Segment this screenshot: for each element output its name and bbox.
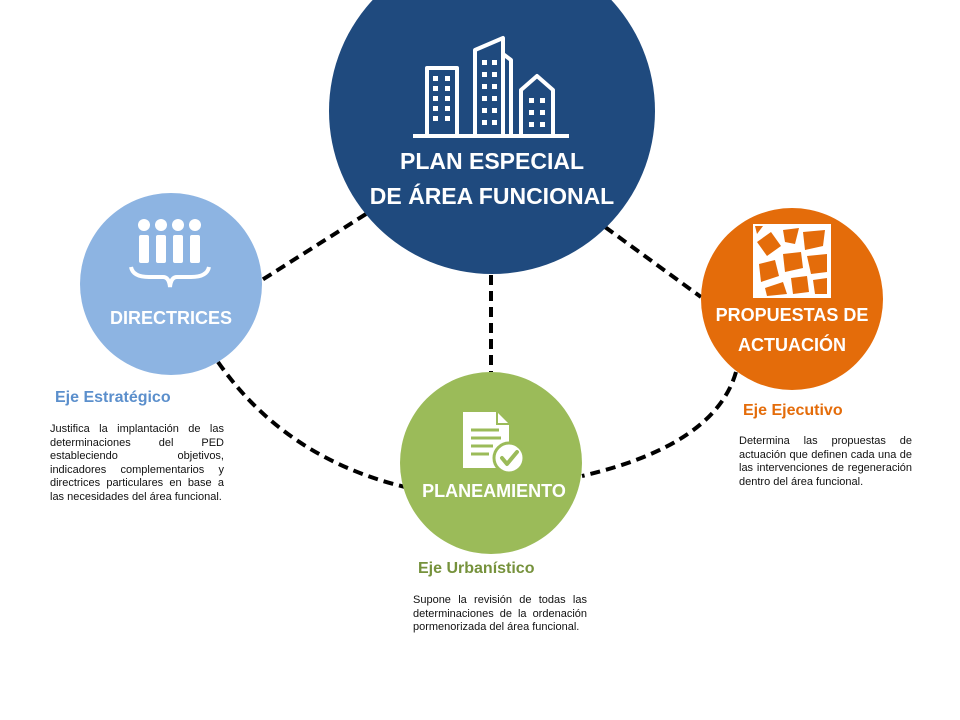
eje-urbanistico-title: Eje Urbanístico: [418, 560, 535, 577]
city-buildings-icon: [413, 36, 569, 138]
eje-urbanistico-description: Supone la revisión de todas las determin…: [413, 594, 587, 633]
propuestas-label-line1: PROPUESTAS DE: [715, 305, 869, 325]
eje-ejecutivo-title: Eje Ejecutivo: [743, 402, 843, 419]
planeamiento-node: PLANEAMIENTO: [400, 372, 582, 554]
plan-title-line1: PLAN ESPECIAL: [399, 148, 585, 174]
directrices-node: DIRECTRICES: [80, 193, 262, 375]
eje-estrategico-title: Eje Estratégico: [55, 389, 171, 406]
eje-estrategico-description: Justifica la implantación de las determi…: [50, 423, 224, 503]
document-check-icon: [463, 412, 526, 475]
city-map-icon: [753, 224, 831, 298]
propuestas-node: PROPUESTAS DE ACTUACIÓN: [701, 208, 883, 390]
eje-ejecutivo-description: Determina las propuestas de actuación qu…: [739, 435, 912, 488]
plan-especial-title: PLAN ESPECIAL DE ÁREA FUNCIONAL: [329, 144, 655, 214]
columns-brace-icon: [129, 219, 211, 288]
connector-plan-propuestas: [603, 225, 703, 299]
connector-directrices-planeamiento: [216, 360, 406, 489]
plan-especial-node: PLAN ESPECIAL DE ÁREA FUNCIONAL: [329, 0, 655, 274]
connector-propuestas-planeamiento: [581, 371, 738, 478]
directrices-label: DIRECTRICES: [109, 308, 232, 328]
planeamiento-label: PLANEAMIENTO: [422, 481, 566, 501]
propuestas-label-line2: ACTUACIÓN: [738, 335, 846, 355]
connector-plan-directrices: [260, 212, 368, 282]
plan-title-line2: DE ÁREA FUNCIONAL: [369, 183, 615, 209]
propuestas-label: PROPUESTAS DE ACTUACIÓN: [701, 300, 883, 360]
